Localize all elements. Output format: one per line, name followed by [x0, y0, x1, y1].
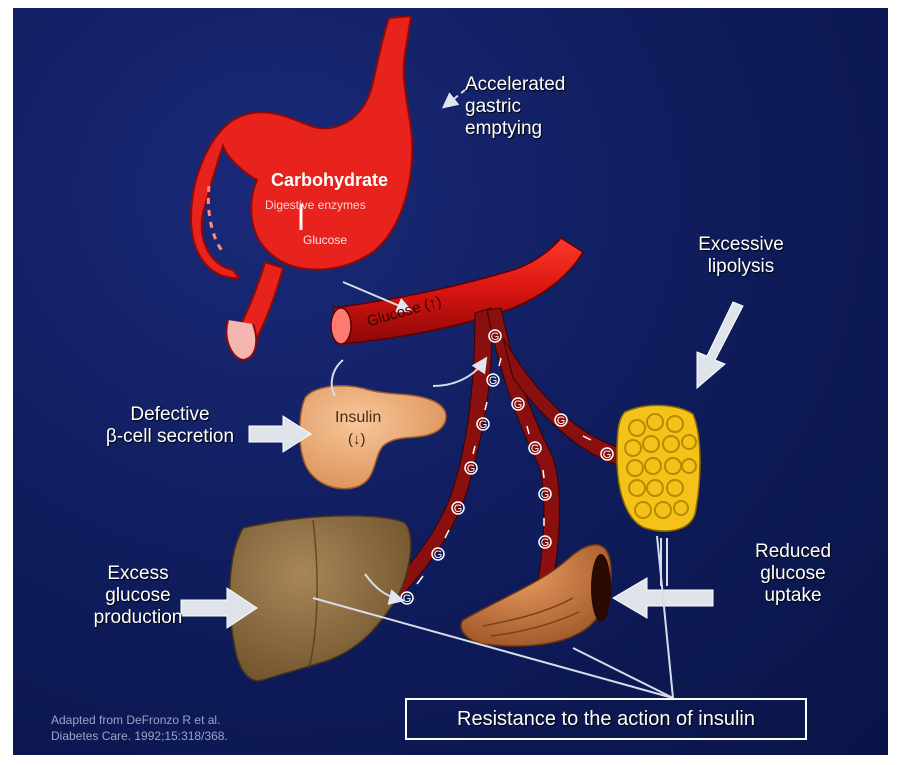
glucose-marker-letter: G — [434, 549, 443, 561]
label-line: Reduced — [743, 541, 843, 563]
insulin-resistance-box: Resistance to the action of insulin — [405, 698, 807, 740]
label-line: production — [73, 607, 203, 629]
glucose-marker-letter: G — [557, 415, 566, 427]
diagram-art: GGGGGGGGGGGGGG — [13, 8, 888, 755]
label-line: Accelerated — [465, 74, 625, 96]
label-line: glucose — [73, 585, 203, 607]
label-line: Excess — [73, 563, 203, 585]
glucose-marker-letter: G — [403, 593, 412, 605]
liver-shape — [230, 516, 411, 681]
glucose-marker-letter: G — [467, 463, 476, 475]
glucose-marker-letter: G — [454, 503, 463, 515]
diagram-slide: GGGGGGGGGGGGGG — [13, 8, 888, 755]
glucose-marker-letter: G — [541, 537, 550, 549]
label-line: β-cell secretion — [85, 426, 255, 448]
label-reduced-glucose-uptake: Reduced glucose uptake — [743, 541, 843, 607]
stomach-glucose-label: Glucose — [303, 233, 347, 247]
muscle-shape — [461, 545, 611, 646]
glucose-marker-letter: G — [531, 443, 540, 455]
stomach-enzymes-label: Digestive enzymes — [265, 198, 366, 212]
pancreas-insulin-label: Insulin — [335, 409, 381, 427]
pancreas-shape — [300, 386, 446, 489]
citation-line: Adapted from DeFronzo R et al. — [51, 712, 228, 728]
label-line: Excessive — [681, 234, 801, 256]
label-line: glucose — [743, 563, 843, 585]
stomach-carbohydrate-label: Carbohydrate — [271, 170, 388, 191]
glucose-marker-letter: G — [603, 449, 612, 461]
label-line: uptake — [743, 585, 843, 607]
label-line: gastric — [465, 96, 625, 118]
label-defective-beta-cell-secretion: Defective β-cell secretion — [85, 404, 255, 448]
label-line: emptying — [465, 118, 625, 140]
glucose-marker-letter: G — [541, 489, 550, 501]
label-accelerated-gastric-emptying: Accelerated gastric emptying — [465, 74, 625, 140]
citation-line: Diabetes Care. 1992;15:318/368. — [51, 728, 228, 744]
pancreas-insulin-trend: (↓) — [348, 431, 366, 448]
adipose-tissue — [617, 405, 700, 531]
label-line: Defective — [85, 404, 255, 426]
glucose-marker-letter: G — [514, 399, 523, 411]
label-line: lipolysis — [681, 256, 801, 278]
glucose-marker-letter: G — [489, 375, 498, 387]
label-excess-glucose-production: Excess glucose production — [73, 563, 203, 629]
glucose-marker-letter: G — [479, 419, 488, 431]
insulin-resistance-text: Resistance to the action of insulin — [457, 708, 755, 731]
glucose-marker-letter: G — [491, 331, 500, 343]
citation: Adapted from DeFronzo R et al. Diabetes … — [51, 712, 228, 744]
label-excessive-lipolysis: Excessive lipolysis — [681, 234, 801, 278]
